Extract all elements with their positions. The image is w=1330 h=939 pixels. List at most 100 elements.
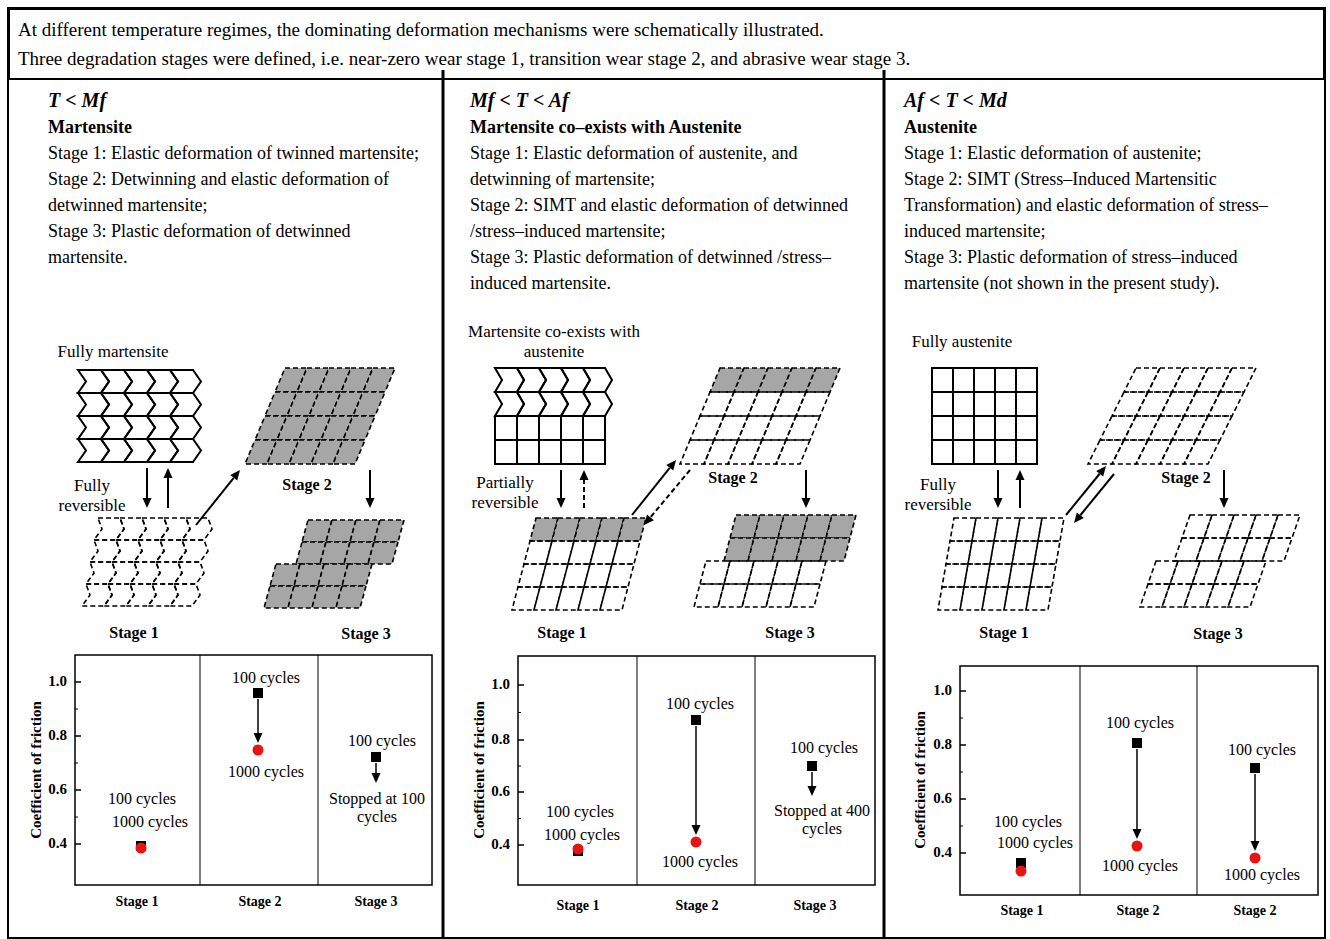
stage-label: Stage 2 (1161, 469, 1210, 487)
lattice-cell (170, 439, 201, 462)
data-annotation: 100 cycles (994, 813, 1062, 831)
axis-minor-tick (75, 763, 78, 764)
lattice-cell (690, 416, 724, 440)
lattice-cell (752, 440, 786, 464)
plot-frame (960, 666, 1318, 895)
lattice-cell (724, 392, 758, 416)
figure-label: Martensite co-exists with austenite (467, 322, 642, 361)
axis-minor-tick (960, 718, 963, 719)
lattice-cell (995, 440, 1016, 464)
lattice-cell (90, 540, 120, 562)
stage-divider (637, 656, 638, 885)
lattice-cell (152, 562, 182, 584)
lattice-cell (762, 416, 796, 440)
axis-tick-mark (518, 844, 524, 846)
data-point-1000 (1016, 866, 1027, 877)
figure-label: Fully reversible (47, 476, 137, 515)
lattice-cell (1208, 392, 1244, 416)
lattice-cell (583, 392, 612, 416)
stage-label: Stage 2 (708, 469, 757, 487)
lattice-cell (583, 416, 605, 440)
description-text: Stage 2: SIMT and elastic deformation of… (470, 192, 874, 244)
axis-tick: 1.0 (48, 673, 67, 690)
lattice-cell (556, 587, 584, 610)
arrow-line (1254, 774, 1256, 841)
arrowhead (802, 498, 811, 508)
lattice-cell (540, 564, 568, 587)
category-label: Stage 1 (1000, 903, 1043, 919)
figure-label: Fully martensite (58, 342, 169, 362)
lattice-cell (776, 440, 810, 464)
header-box: At different temperature regimes, the do… (8, 8, 1325, 80)
figure-label: Fully reversible (893, 475, 983, 514)
axis-tick-mark (75, 681, 81, 683)
data-point-1000 (253, 745, 264, 756)
lattice-cell (82, 584, 112, 606)
lattice-cell (368, 542, 398, 564)
description-text: Stage 3: Plastic deformation of detwinne… (470, 244, 874, 296)
lattice-cell (600, 587, 628, 610)
lattice-cell (974, 416, 995, 440)
axis-tick-mark (960, 690, 966, 692)
lattice-cell (932, 392, 953, 416)
data-annotation: 100 cycles (348, 732, 416, 750)
data-point-100 (371, 752, 381, 762)
axis-tick: 0.8 (933, 736, 952, 753)
data-annotation: 100 cycles (1106, 714, 1174, 732)
axis-minor-tick (960, 826, 963, 827)
lattice-cell (583, 368, 612, 392)
lattice-cell (1004, 587, 1030, 610)
axis-minor-tick (960, 772, 963, 773)
lattice-cell (942, 564, 968, 587)
lattice-cell (170, 584, 200, 606)
arrowhead (644, 514, 654, 525)
lattice-cell (178, 540, 208, 562)
stage-label: Stage 3 (1193, 625, 1242, 643)
lattice-cell (680, 440, 714, 464)
arrow-line (1223, 470, 1225, 498)
lattice-cell (806, 368, 840, 392)
description-text: Three degradation stages were defined, i… (18, 44, 1315, 73)
arrowhead (1074, 512, 1084, 523)
lattice-cell (796, 392, 830, 416)
data-annotation: 1000 cycles (544, 826, 620, 844)
lattice-cell (820, 538, 850, 561)
description-text: Stage 1: Elastic deformation of austenit… (470, 140, 874, 192)
lattice-cell (148, 584, 178, 606)
category-label: Stage 2 (675, 898, 718, 914)
lattice-cell (160, 518, 190, 540)
lattice-cell (1026, 587, 1052, 610)
plot-frame (518, 656, 875, 885)
lattice-cell (336, 586, 366, 608)
lattice-cell (363, 368, 395, 392)
axis-tick-mark (518, 739, 524, 741)
lattice-cell (982, 587, 1008, 610)
lattice-cell (1270, 515, 1300, 538)
lattice-cell (1184, 440, 1220, 464)
lattice-cell (116, 518, 146, 540)
axis-minor-tick (75, 709, 78, 710)
lattice-cell (968, 541, 994, 564)
description-text: Stage 1: Elastic deformation of twinned … (48, 140, 433, 166)
plot-frame (75, 655, 432, 885)
axis-minor-tick (75, 817, 78, 818)
lattice-cell (796, 561, 826, 584)
panel-divider (442, 70, 445, 938)
lattice-cell (748, 392, 782, 416)
arrowhead (164, 468, 173, 478)
lattice-cell (714, 416, 748, 440)
lattice-cell (512, 587, 540, 610)
lattice-cell (518, 564, 546, 587)
lattice-cell (374, 520, 404, 542)
axis-tick: 0.6 (48, 781, 67, 798)
figure-label: Fully austenite (912, 332, 1013, 352)
lattice-cell (517, 440, 539, 464)
lattice-cell (539, 416, 561, 440)
lattice-cell (170, 370, 201, 393)
arrowhead (366, 498, 375, 508)
stage-label: Stage 3 (765, 624, 814, 642)
lattice-cell (1236, 561, 1266, 584)
lattice-cell (938, 587, 964, 610)
data-annotation: 1000 cycles (228, 763, 304, 781)
axis-tick: 0.6 (933, 790, 952, 807)
